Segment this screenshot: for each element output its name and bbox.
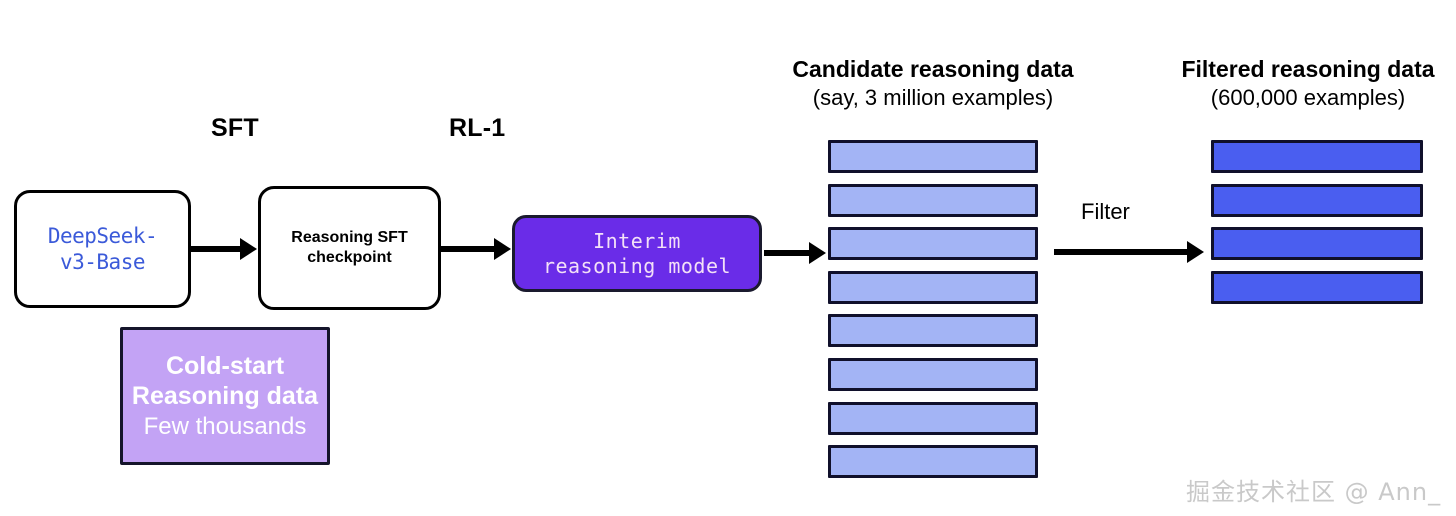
filter-label: Filter	[1081, 199, 1130, 224]
data-bar	[828, 140, 1038, 173]
data-bar	[828, 445, 1038, 478]
arrow-shaft	[1054, 248, 1189, 255]
stage-label-sft: SFT	[211, 114, 259, 142]
data-bar	[828, 271, 1038, 304]
data-bar	[1211, 184, 1423, 217]
arrow-base-to-sft	[191, 237, 257, 260]
arrow-shaft	[191, 245, 242, 252]
watermark: 掘金技术社区 @ Ann_	[1186, 478, 1442, 506]
arrow-head-icon	[1187, 240, 1204, 263]
candidate-column-subtitle: (say, 3 million examples)	[812, 85, 1054, 111]
arrow-shaft	[764, 249, 811, 256]
node-line-2: reasoning model	[542, 253, 732, 278]
arrow-interim-to-candidates	[764, 241, 826, 264]
node-deepseek-v3-base: DeepSeek- v3-Base	[14, 190, 191, 308]
data-bar	[828, 227, 1038, 260]
node-line-2: checkpoint	[307, 249, 392, 266]
candidate-column-title: Candidate reasoning data	[792, 56, 1074, 82]
node-line-2: v3-Base	[59, 250, 146, 274]
node-line-1: DeepSeek-	[47, 223, 158, 248]
node-line-1: Interim	[593, 228, 681, 253]
cold-start-line-1: Cold-start	[165, 351, 285, 380]
data-bar	[1211, 271, 1423, 304]
data-bar	[828, 402, 1038, 435]
data-bar	[1211, 227, 1423, 260]
arrow-head-icon	[240, 237, 257, 260]
data-bar	[1211, 140, 1423, 173]
cold-start-line-2: Reasoning data	[131, 382, 319, 411]
filtered-column-title: Filtered reasoning data	[1181, 56, 1435, 82]
arrow-head-icon	[494, 237, 511, 260]
filtered-column-heading: Filtered reasoning data (600,000 example…	[1163, 55, 1453, 113]
arrow-sft-to-interim	[441, 237, 511, 260]
cold-start-line-3: Few thousands	[143, 412, 307, 440]
node-reasoning-sft-checkpoint: Reasoning SFT checkpoint	[258, 186, 441, 310]
node-line-1: Reasoning SFT	[291, 229, 408, 246]
arrow-head-icon	[809, 241, 826, 264]
cold-start-data-box: Cold-start Reasoning data Few thousands	[120, 327, 330, 465]
candidate-column-heading: Candidate reasoning data (say, 3 million…	[783, 55, 1083, 113]
filtered-column-subtitle: (600,000 examples)	[1210, 85, 1406, 111]
data-bar	[828, 314, 1038, 347]
arrow-filter	[1054, 240, 1204, 263]
arrow-shaft	[441, 245, 496, 252]
stage-label-rl1: RL-1	[449, 114, 506, 142]
node-interim-reasoning-model: Interim reasoning model	[512, 215, 762, 292]
data-bar	[828, 358, 1038, 391]
data-bar	[828, 184, 1038, 217]
